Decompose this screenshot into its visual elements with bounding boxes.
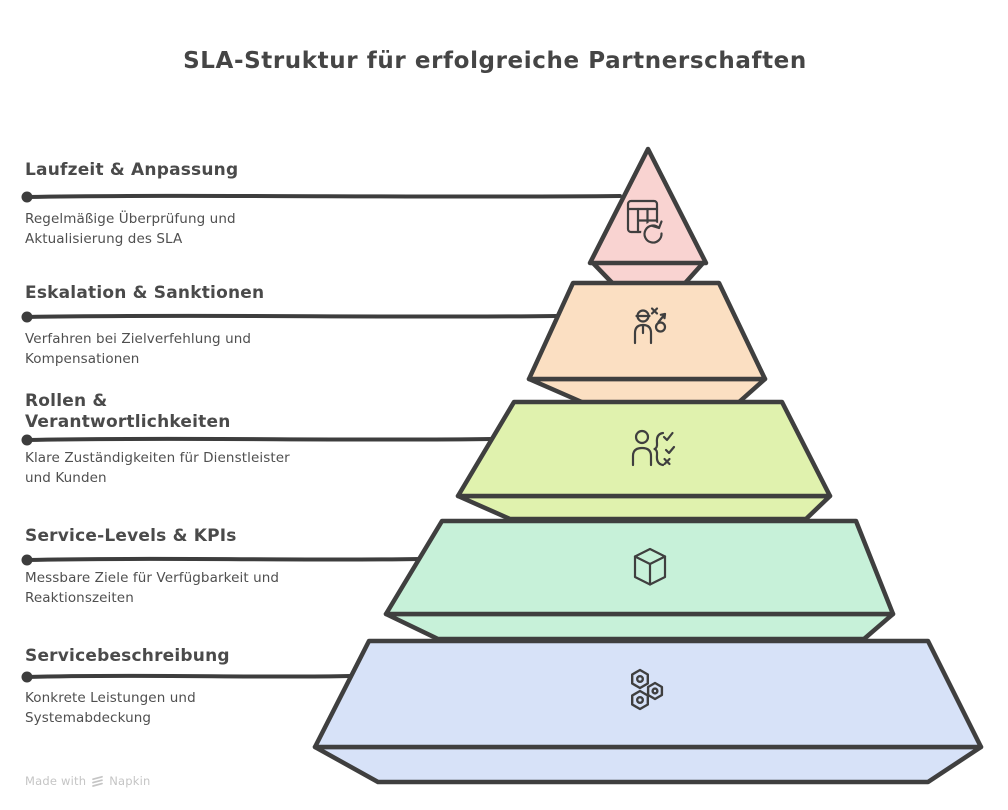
level-4-heading: Service-Levels & KPIs (25, 526, 237, 546)
connector-line-3 (25, 436, 494, 442)
pyramid-level-1[interactable] (587, 146, 709, 266)
level-2-heading: Eskalation & Sanktionen (25, 283, 265, 303)
level-1-description: Regelmäßige Überprüfung und Aktualisieru… (25, 211, 236, 248)
cube-icon (633, 547, 667, 586)
level-3-description: Klare Zuständigkeiten für Dienstleister … (25, 450, 290, 487)
level-3-label: Rollen & Verantwortlichkeiten (25, 391, 235, 434)
level-5-description-block: Konkrete Leistungen und Systemabdeckung (25, 688, 303, 729)
level-5-heading: Servicebeschreibung (25, 646, 230, 666)
made-with-text: Made with (25, 774, 87, 788)
pyramid-level-3-rim[interactable] (455, 493, 833, 522)
level-4-description-block: Messbare Ziele für Verfügbarkeit und Rea… (25, 568, 303, 609)
level-3-heading: Rollen & Verantwortlichkeiten (25, 391, 231, 433)
pyramid-level-4-rim[interactable] (383, 611, 896, 642)
pyramid-level-2-rim[interactable] (526, 376, 768, 406)
pyramid-level-4[interactable] (383, 518, 896, 617)
level-3-description-block: Klare Zuständigkeiten für Dienstleister … (25, 448, 303, 489)
napkin-brand-text: Napkin (109, 774, 151, 788)
table-refresh-icon (626, 199, 665, 246)
connector-line-5 (25, 673, 352, 679)
connector-line-4 (25, 556, 422, 562)
level-2-description-block: Verfahren bei Zielverfehlung und Kompens… (25, 329, 303, 370)
page-title: SLA-Struktur für erfolgreiche Partnersch… (183, 48, 807, 74)
connector-lines (25, 193, 622, 679)
strategy-person-icon (633, 307, 667, 345)
level-1-description-block: Regelmäßige Überprüfung und Aktualisieru… (25, 209, 303, 250)
level-4-label: Service-Levels & KPIs (25, 526, 325, 547)
pyramid-level-5-rim[interactable] (312, 744, 984, 785)
person-checklist-icon (631, 429, 676, 467)
level-2-description: Verfahren bei Zielverfehlung und Kompens… (25, 331, 252, 368)
made-with-napkin-credit[interactable]: Made with Napkin (25, 774, 151, 788)
connector-line-1 (25, 193, 622, 199)
connector-line-2 (25, 313, 558, 319)
level-1-label: Laufzeit & Anpassung (25, 160, 325, 181)
pyramid-level-2[interactable] (526, 280, 768, 382)
level-2-label: Eskalation & Sanktionen (25, 283, 325, 304)
level-5-label: Servicebeschreibung (25, 646, 325, 667)
connector-dots (21, 191, 33, 683)
level-4-description: Messbare Ziele für Verfügbarkeit und Rea… (25, 570, 280, 607)
level-1-heading: Laufzeit & Anpassung (25, 160, 239, 180)
napkin-logo-icon (92, 775, 104, 787)
level-5-description: Konkrete Leistungen und Systemabdeckung (25, 690, 196, 727)
gears-icon (630, 668, 664, 711)
